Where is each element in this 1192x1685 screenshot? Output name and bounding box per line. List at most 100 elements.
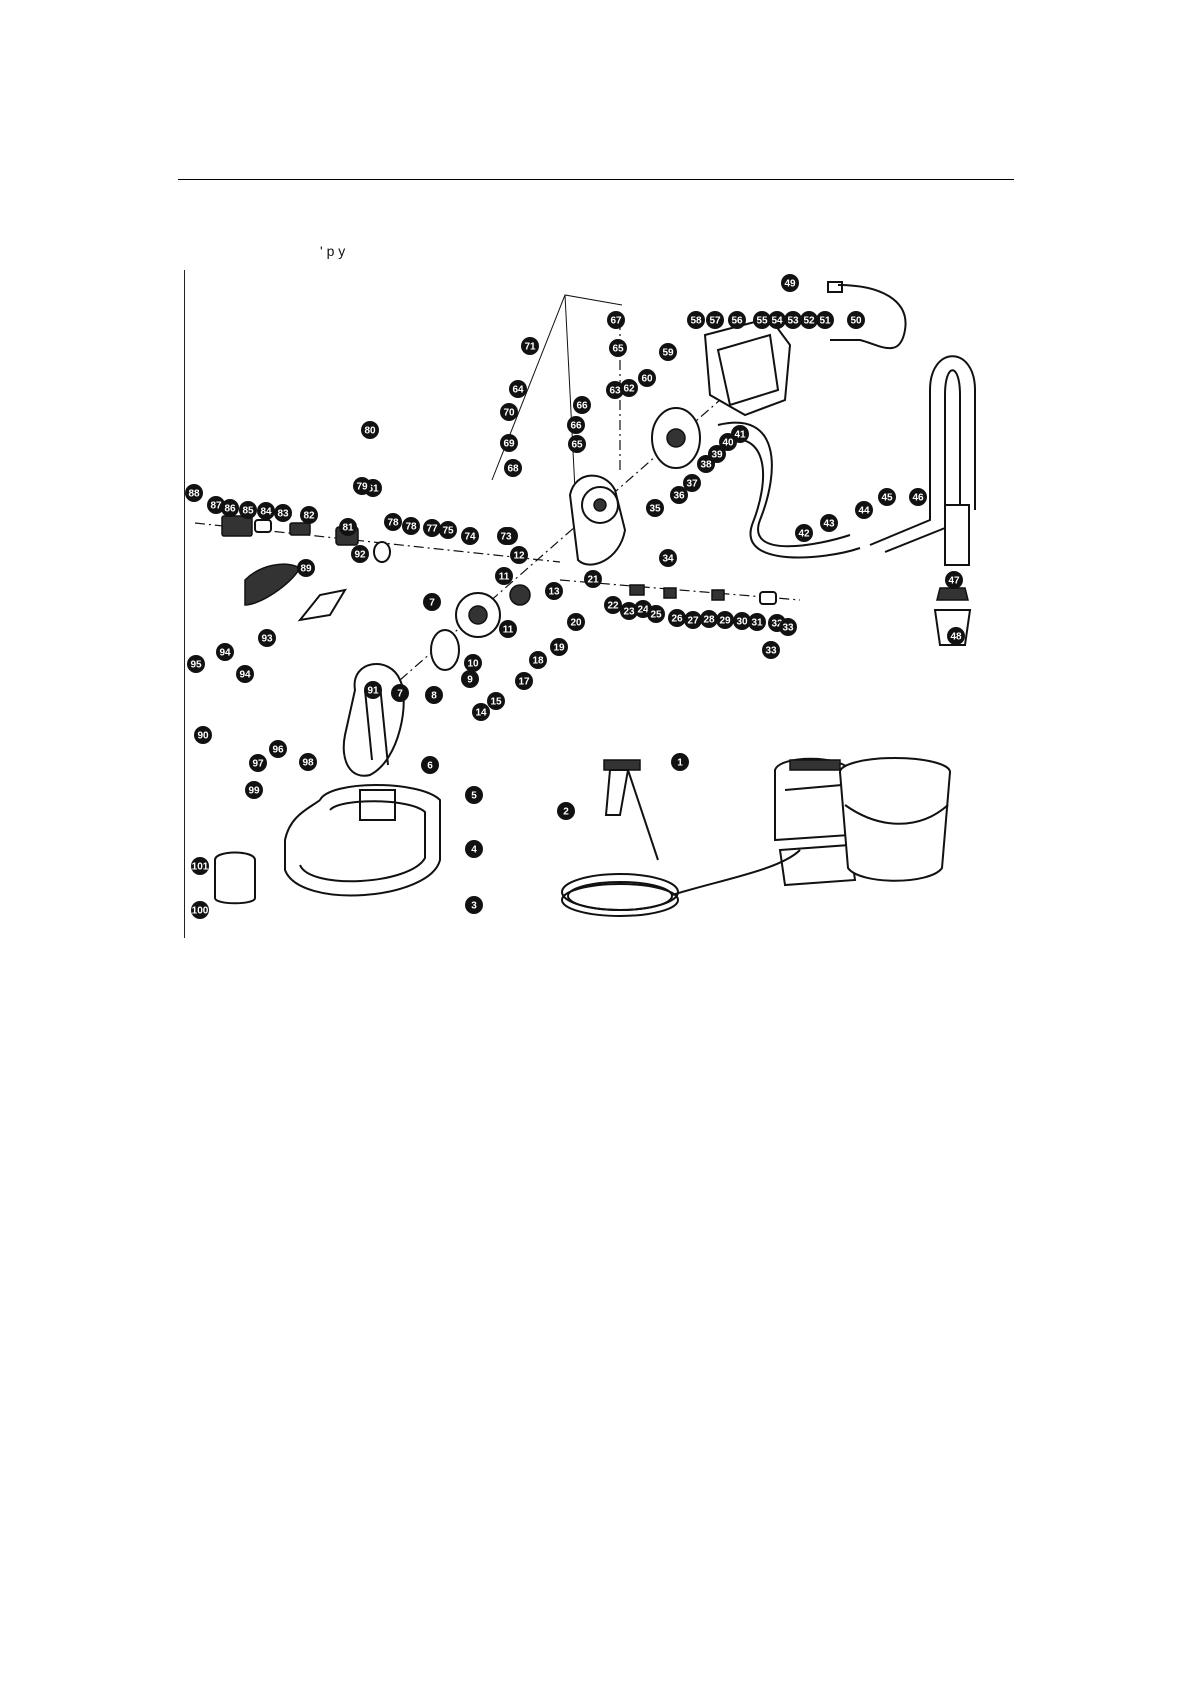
callout-label: 70: [503, 408, 515, 419]
callout-part-27: 27: [684, 611, 702, 629]
suction-tube: [869, 355, 976, 646]
callout-label: 13: [548, 587, 560, 598]
callout-label: 98: [302, 758, 314, 769]
callout-part-87: 87: [207, 496, 225, 514]
callout-part-64: 64: [509, 380, 527, 398]
callout-label: 3: [471, 901, 477, 912]
callout-label: 25: [650, 610, 662, 621]
callout-label: 44: [858, 506, 870, 517]
callout-part-25: 25: [647, 605, 665, 623]
callout-label: 64: [512, 385, 524, 396]
callout-part-11: 11: [495, 567, 513, 585]
callout-part-73: 73: [497, 527, 515, 545]
callout-label: 6: [427, 761, 433, 772]
callout-label: 65: [612, 344, 624, 355]
callout-part-18: 18: [529, 651, 547, 669]
callout-part-12: 12: [510, 546, 528, 564]
callout-part-98: 98: [299, 753, 317, 771]
callout-part-77: 77: [423, 519, 441, 537]
callout-label: 10: [467, 659, 479, 670]
callout-part-95: 95: [187, 655, 205, 673]
power-cord: [830, 284, 907, 350]
callout-part-36: 36: [670, 486, 688, 504]
callout-label: 17: [518, 677, 530, 688]
callout-part-21: 21: [584, 570, 602, 588]
callout-label: 101: [192, 862, 209, 873]
callout-part-89: 89: [297, 559, 315, 577]
right-small-parts: [629, 584, 777, 605]
callout-label: 14: [475, 708, 487, 719]
callout-part-46: 46: [909, 488, 927, 506]
motor-housing: [651, 316, 792, 469]
callout-part-81: 81: [339, 518, 357, 536]
callout-label: 86: [224, 504, 236, 515]
callout-label: 22: [607, 601, 619, 612]
callout-part-79: 79: [353, 477, 371, 495]
callout-part-42: 42: [795, 524, 813, 542]
callout-label: 7: [429, 598, 435, 609]
callout-label: 33: [782, 623, 794, 634]
callout-part-96: 96: [269, 740, 287, 758]
callout-label: 7: [397, 689, 403, 700]
callout-part-13: 13: [545, 582, 563, 600]
callout-label: 84: [260, 507, 272, 518]
callout-label: 37: [686, 479, 698, 490]
callout-part-41: 41: [731, 425, 749, 443]
callout-part-39: 39: [708, 445, 726, 463]
callout-label: 15: [490, 697, 502, 708]
callout-part-37: 37: [683, 474, 701, 492]
callout-label: 5: [471, 791, 477, 802]
callout-label: 53: [787, 316, 799, 327]
callout-part-66: 66: [573, 396, 591, 414]
callout-part-20: 20: [567, 613, 585, 631]
callout-label: 91: [367, 686, 379, 697]
callout-label: 90: [197, 731, 209, 742]
callout-label: 58: [690, 316, 702, 327]
callout-label: 2: [563, 807, 569, 818]
callout-part-59: 59: [659, 343, 677, 361]
callout-label: 38: [700, 460, 712, 471]
spray-gun: [603, 759, 659, 861]
callout-part-53: 53: [784, 311, 802, 329]
callout-part-88: 88: [185, 484, 203, 502]
callout-label: 63: [609, 386, 621, 397]
manifold-wrench: [297, 588, 348, 622]
callout-part-4: 4: [465, 840, 483, 858]
callout-part-30: 30: [733, 612, 751, 630]
callout-part-78: 78: [402, 517, 420, 535]
callout-label: 50: [850, 316, 862, 327]
cup-holder: [214, 851, 256, 905]
callout-label: 67: [610, 316, 622, 327]
callout-part-100: 100: [191, 901, 209, 919]
callout-part-14: 14: [472, 703, 490, 721]
base-stand: [284, 784, 441, 897]
callout-label: 83: [277, 509, 289, 520]
callout-part-94: 94: [236, 665, 254, 683]
paint-bucket: [839, 757, 951, 882]
callout-label: 11: [503, 625, 514, 636]
callout-part-43: 43: [820, 514, 838, 532]
callout-part-85: 85: [239, 501, 257, 519]
callout-part-80: 80: [361, 421, 379, 439]
callout-part-57: 57: [706, 311, 724, 329]
callout-label: 82: [303, 511, 315, 522]
callout-label: 77: [426, 524, 438, 535]
callout-label: 56: [731, 316, 743, 327]
callout-part-63: 63: [606, 381, 624, 399]
callout-part-84: 84: [257, 502, 275, 520]
callout-part-47: 47: [945, 571, 963, 589]
callout-part-58: 58: [687, 311, 705, 329]
callout-part-6: 6: [421, 756, 439, 774]
callout-label: 95: [190, 660, 202, 671]
callout-label: 26: [671, 614, 683, 625]
callout-part-31: 31: [748, 613, 766, 631]
callout-label: 30: [736, 617, 748, 628]
callout-part-11: 11: [499, 620, 517, 638]
callout-label: 40: [722, 438, 734, 449]
callout-part-101: 101: [191, 857, 209, 875]
bracket-lines: [491, 294, 623, 491]
callout-label: 55: [756, 316, 768, 327]
callout-part-52: 52: [800, 311, 818, 329]
callout-label: 80: [364, 426, 376, 437]
pressure-gear: [430, 584, 531, 671]
